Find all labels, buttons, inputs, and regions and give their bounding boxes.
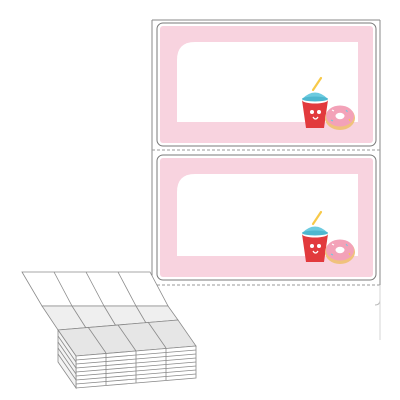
- drink-cup-icon: [302, 210, 328, 262]
- donut-icon: [325, 105, 355, 130]
- donut-icon: [325, 239, 355, 264]
- fanfold-stack-icon: [21, 271, 197, 390]
- drink-cup-icon: [302, 76, 328, 128]
- label-1: [156, 22, 377, 147]
- label-2: [156, 154, 377, 281]
